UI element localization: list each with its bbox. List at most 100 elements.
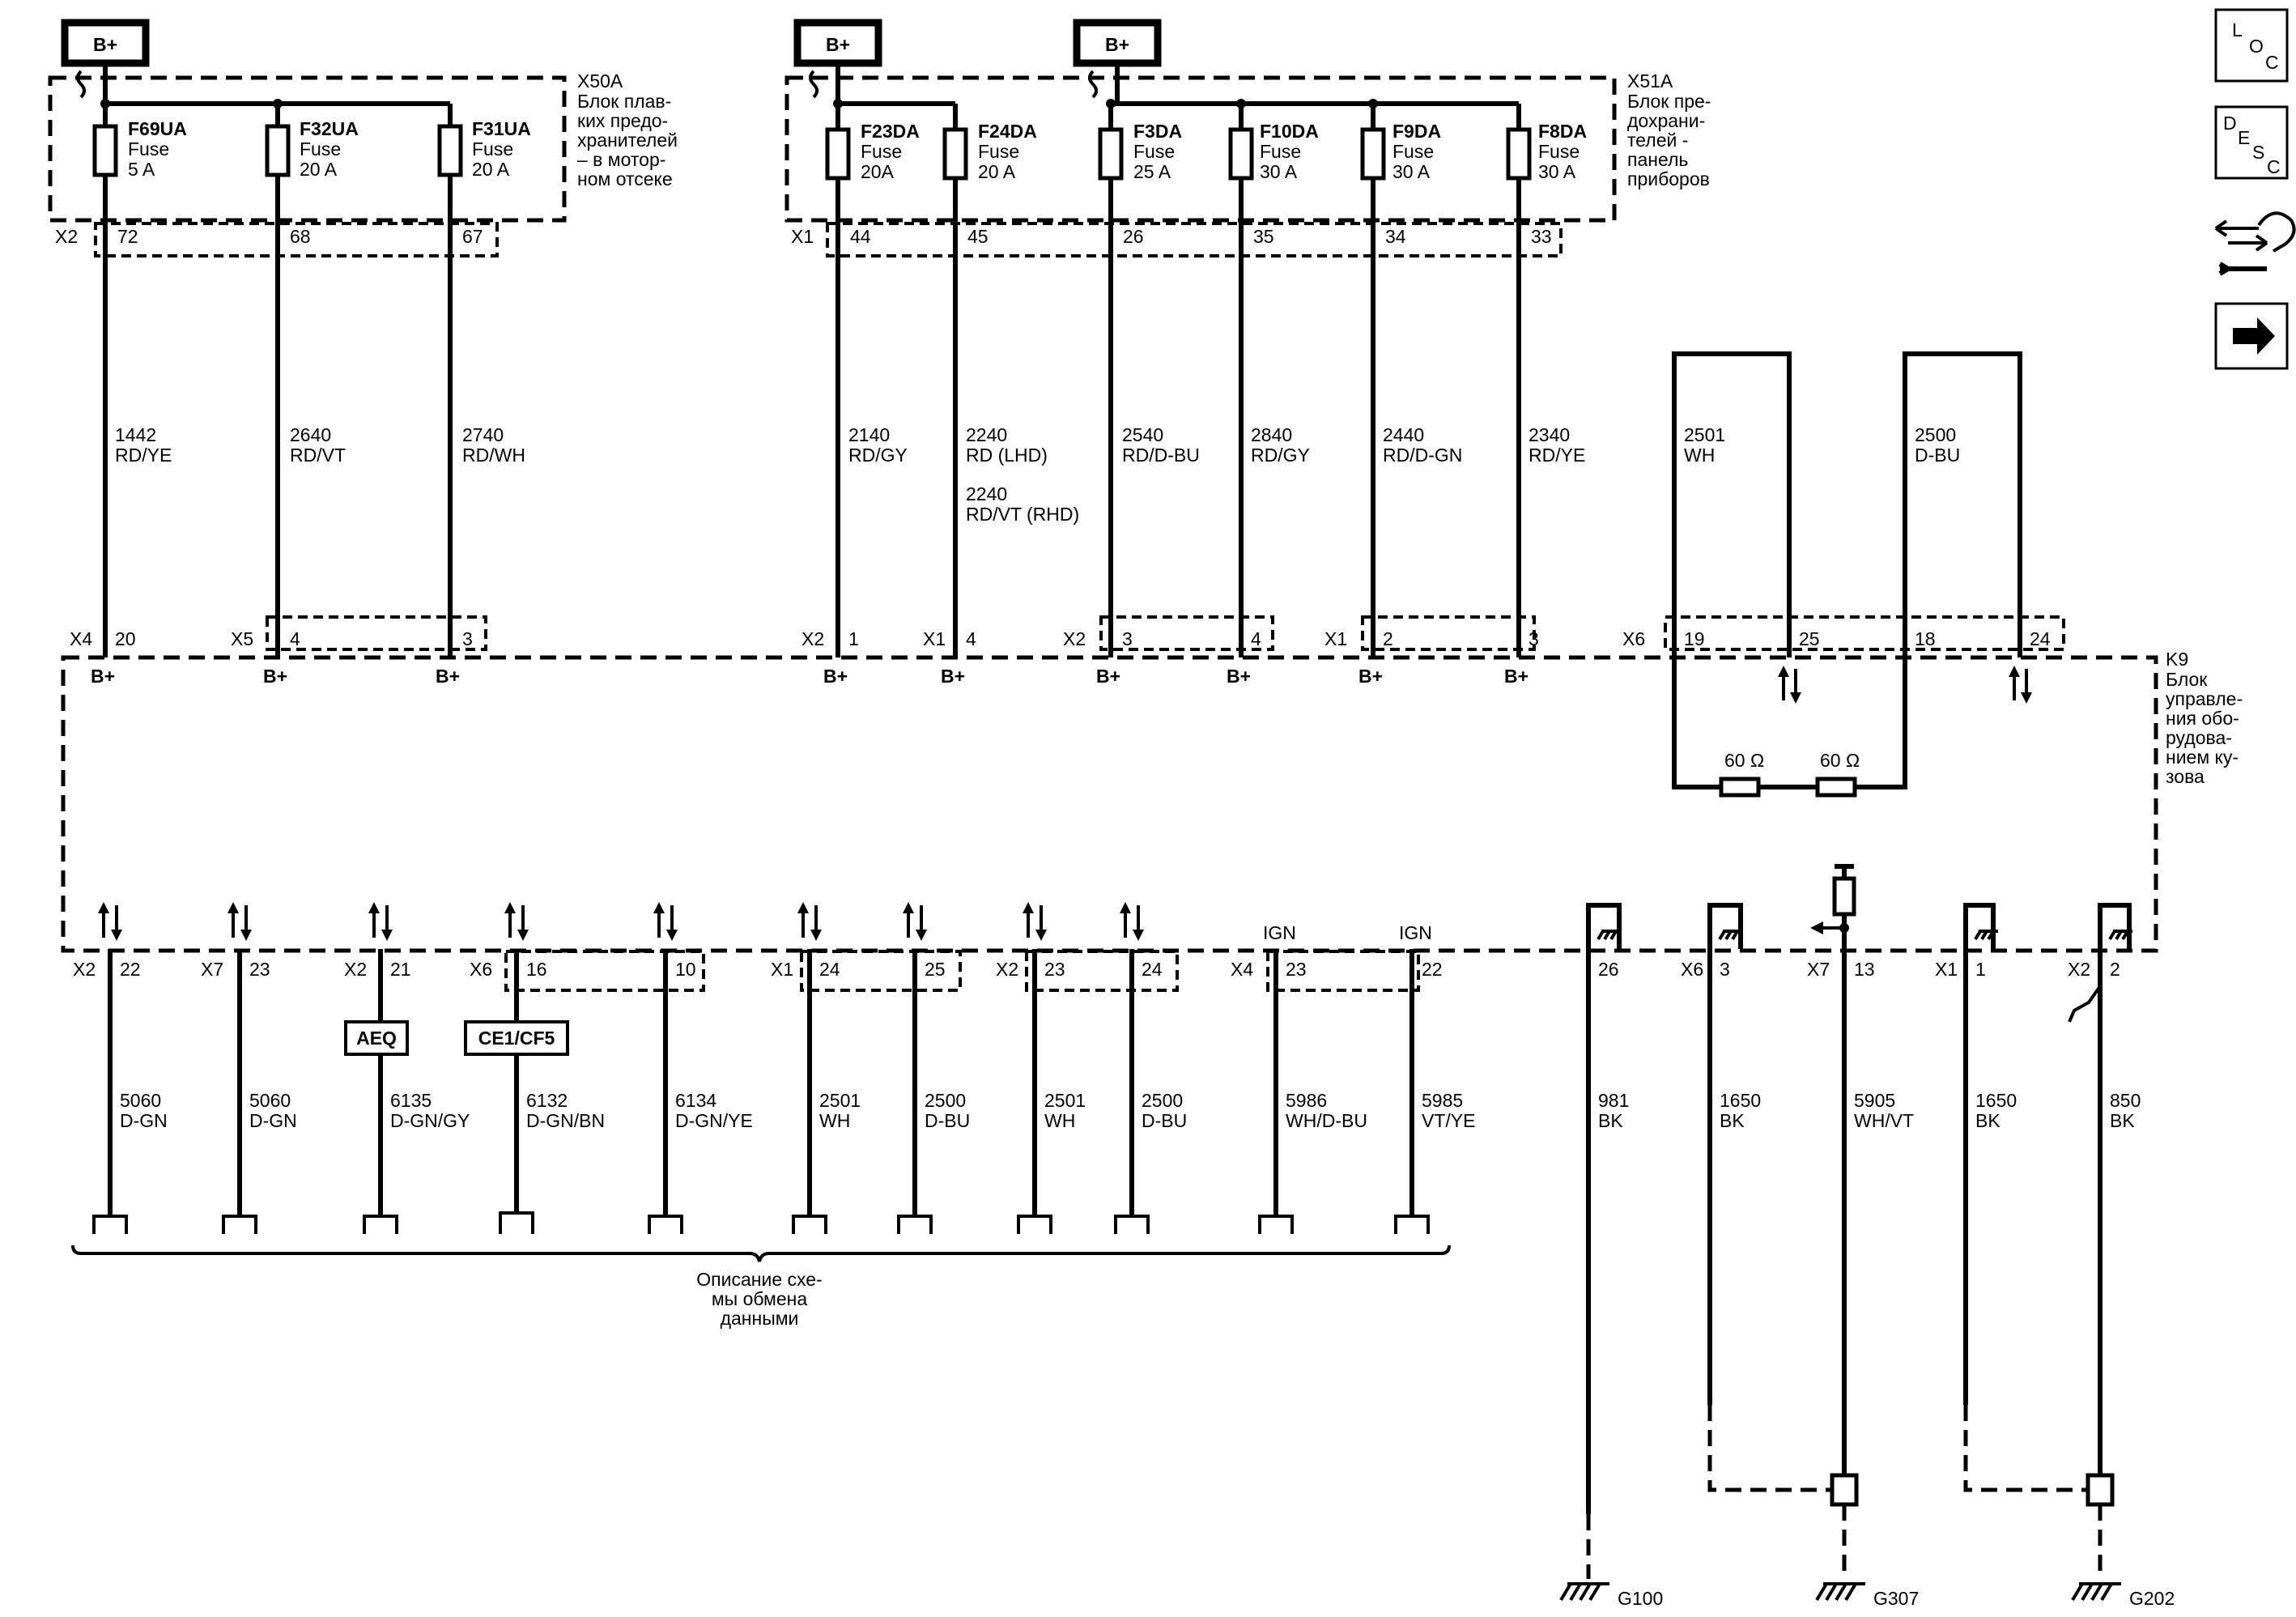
ground-icon (1559, 1582, 1609, 1602)
svg-text:мы обмена: мы обмена (712, 1288, 807, 1309)
svg-text:4: 4 (966, 628, 976, 649)
ground-icon (1815, 1582, 1865, 1602)
svg-text:B+: B+ (263, 666, 287, 687)
wire-terminal-icon (1114, 1215, 1150, 1234)
svg-text:RD/D-BU: RD/D-BU (1122, 445, 1200, 466)
svg-text:G100: G100 (1618, 1588, 1663, 1609)
svg-text:1442: 1442 (115, 424, 156, 445)
wire-terminal-icon (897, 1215, 933, 1234)
svg-text:X1: X1 (1935, 959, 1958, 980)
svg-text:– в мотор-: – в мотор- (577, 149, 665, 170)
svg-text:G202: G202 (2129, 1588, 2175, 1609)
svg-text:20 A: 20 A (472, 159, 510, 180)
svg-text:X1: X1 (791, 226, 814, 247)
wire-number: 5985 (1422, 1090, 1463, 1111)
fuse-f23da (825, 127, 851, 181)
desc-icon[interactable]: D E S C (2214, 105, 2289, 180)
arrow-down-icon (517, 930, 529, 941)
fuse-block-x50a: F69UA Fuse 5 A F32UA Fuse 20 A F31UA Fus… (48, 63, 678, 657)
svg-text:L: L (2232, 19, 2243, 40)
fuse-f24da (942, 127, 968, 181)
pin-label: 23 (249, 959, 270, 980)
svg-text:C: C (2265, 52, 2279, 73)
svg-text:F24DA: F24DA (978, 121, 1037, 142)
wire-terminal-icon (1394, 1215, 1430, 1234)
pin-label: 25 (925, 959, 946, 980)
svg-text:X4: X4 (70, 628, 92, 649)
svg-text:850: 850 (2110, 1090, 2141, 1111)
svg-text:B+: B+ (1504, 666, 1529, 687)
svg-text:2540: 2540 (1122, 424, 1163, 445)
connector-label: X2 (344, 959, 367, 980)
wire-number: 6134 (675, 1090, 716, 1111)
pin-label: 22 (120, 959, 141, 980)
svg-text:Описание схе-: Описание схе- (696, 1269, 822, 1290)
svg-text:B+: B+ (826, 34, 850, 55)
ground-icon (2071, 1582, 2121, 1602)
svg-text:F9DA: F9DA (1392, 121, 1441, 142)
bidirectional-arrow-icon (1778, 666, 1801, 704)
svg-text:X6: X6 (1681, 959, 1703, 980)
svg-text:30 A: 30 A (1392, 161, 1431, 182)
arrow-up-icon (98, 902, 109, 913)
option-box-ce1-cf5: CE1/CF5 (464, 1020, 569, 1056)
svg-text:19: 19 (1684, 628, 1705, 649)
wire-terminal-icon (648, 1215, 683, 1234)
k9-top-connectors: X4 20 X5 4 3 X2 1 X1 4 X2 3 4 X1 2 3 X6 … (70, 615, 2065, 687)
arrow-up-icon (1023, 902, 1034, 913)
wire-color: D-GN/BN (526, 1110, 605, 1131)
svg-text:44: 44 (850, 226, 871, 247)
svg-text:Блок пре-: Блок пре- (1627, 91, 1711, 112)
svg-text:RD/GY: RD/GY (1251, 445, 1310, 466)
svg-text:F8DA: F8DA (1538, 121, 1587, 142)
svg-text:X2: X2 (55, 226, 78, 247)
wire-terminal-icon (363, 1215, 398, 1234)
connector-label: X6 (470, 959, 492, 980)
svg-text:BK: BK (1720, 1110, 1745, 1131)
fuse-f8da (1506, 127, 1532, 181)
diode-element (1832, 876, 1856, 917)
option-box-aeq: AEQ (344, 1020, 409, 1056)
svg-text:D: D (2223, 113, 2237, 134)
svg-text:F10DA: F10DA (1260, 121, 1319, 142)
svg-text:3: 3 (1720, 959, 1730, 980)
loc-icon[interactable]: L O C (2214, 8, 2289, 83)
svg-text:20 A: 20 A (300, 159, 338, 180)
svg-text:WH/VT: WH/VT (1854, 1110, 1914, 1131)
svg-text:F32UA: F32UA (300, 118, 359, 139)
svg-text:2140: 2140 (848, 424, 890, 445)
arrow-up-icon (653, 902, 665, 913)
arrow-down-icon (810, 930, 822, 941)
fuse-f31ua (437, 124, 463, 177)
pin-label: 24 (819, 959, 840, 980)
svg-text:18: 18 (1915, 628, 1936, 649)
svg-text:B+: B+ (1096, 666, 1120, 687)
svg-text:RD/GY: RD/GY (848, 445, 908, 466)
wire-color: D-BU (1142, 1110, 1187, 1131)
x50a-id: X50A (577, 70, 623, 91)
connector-label: X4 (1231, 959, 1253, 980)
svg-text:F3DA: F3DA (1133, 121, 1182, 142)
svg-text:RD/VT (RHD): RD/VT (RHD) (966, 504, 1079, 525)
k9-bottom-connectors (504, 950, 1420, 992)
svg-text:1650: 1650 (1720, 1090, 1761, 1111)
svg-text:3: 3 (1529, 628, 1539, 649)
svg-text:26: 26 (1598, 959, 1619, 980)
svg-text:X1: X1 (1324, 628, 1347, 649)
pin-label: 23 (1286, 959, 1307, 980)
pin-label: 22 (1422, 959, 1443, 980)
arrow-up-icon (903, 902, 914, 913)
connector-label: X2 (996, 959, 1018, 980)
connector-label: X7 (201, 959, 223, 980)
svg-text:F23DA: F23DA (861, 121, 920, 142)
pin-label: 24 (1142, 959, 1163, 980)
arrow-up-icon (227, 902, 239, 913)
svg-text:Блок: Блок (2166, 669, 2208, 690)
wire-terminal-icon (499, 1211, 534, 1234)
svg-text:G307: G307 (1873, 1588, 1919, 1609)
next-arrow-icon[interactable] (2214, 302, 2289, 370)
connector-tool-icon[interactable] (2214, 211, 2296, 276)
fuse-f10da (1228, 127, 1254, 181)
pin-label: 10 (675, 959, 696, 980)
